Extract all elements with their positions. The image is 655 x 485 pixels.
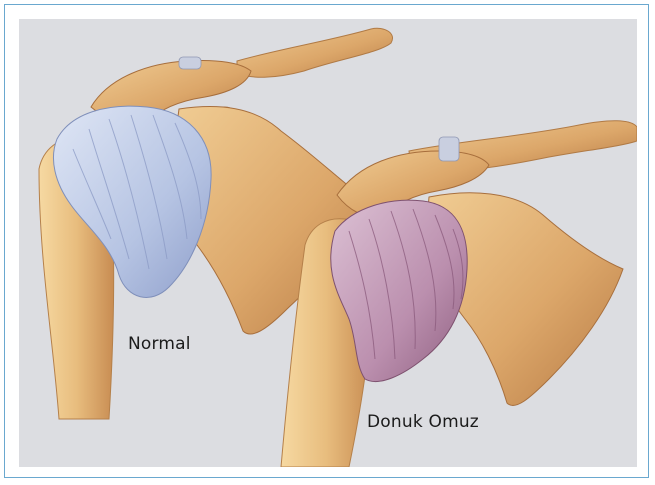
shoulder-drawing: [19, 19, 637, 467]
frozen-ligament: [439, 137, 459, 161]
normal-label: Normal: [128, 334, 191, 354]
normal-ligament: [179, 57, 201, 69]
normal-clavicle: [237, 28, 393, 77]
frozen-shoulder-label: Donuk Omuz: [367, 412, 479, 432]
image-frame: Normal Donuk Omuz: [4, 4, 649, 478]
shoulder-anatomy-illustration: Normal Donuk Omuz: [19, 19, 637, 467]
